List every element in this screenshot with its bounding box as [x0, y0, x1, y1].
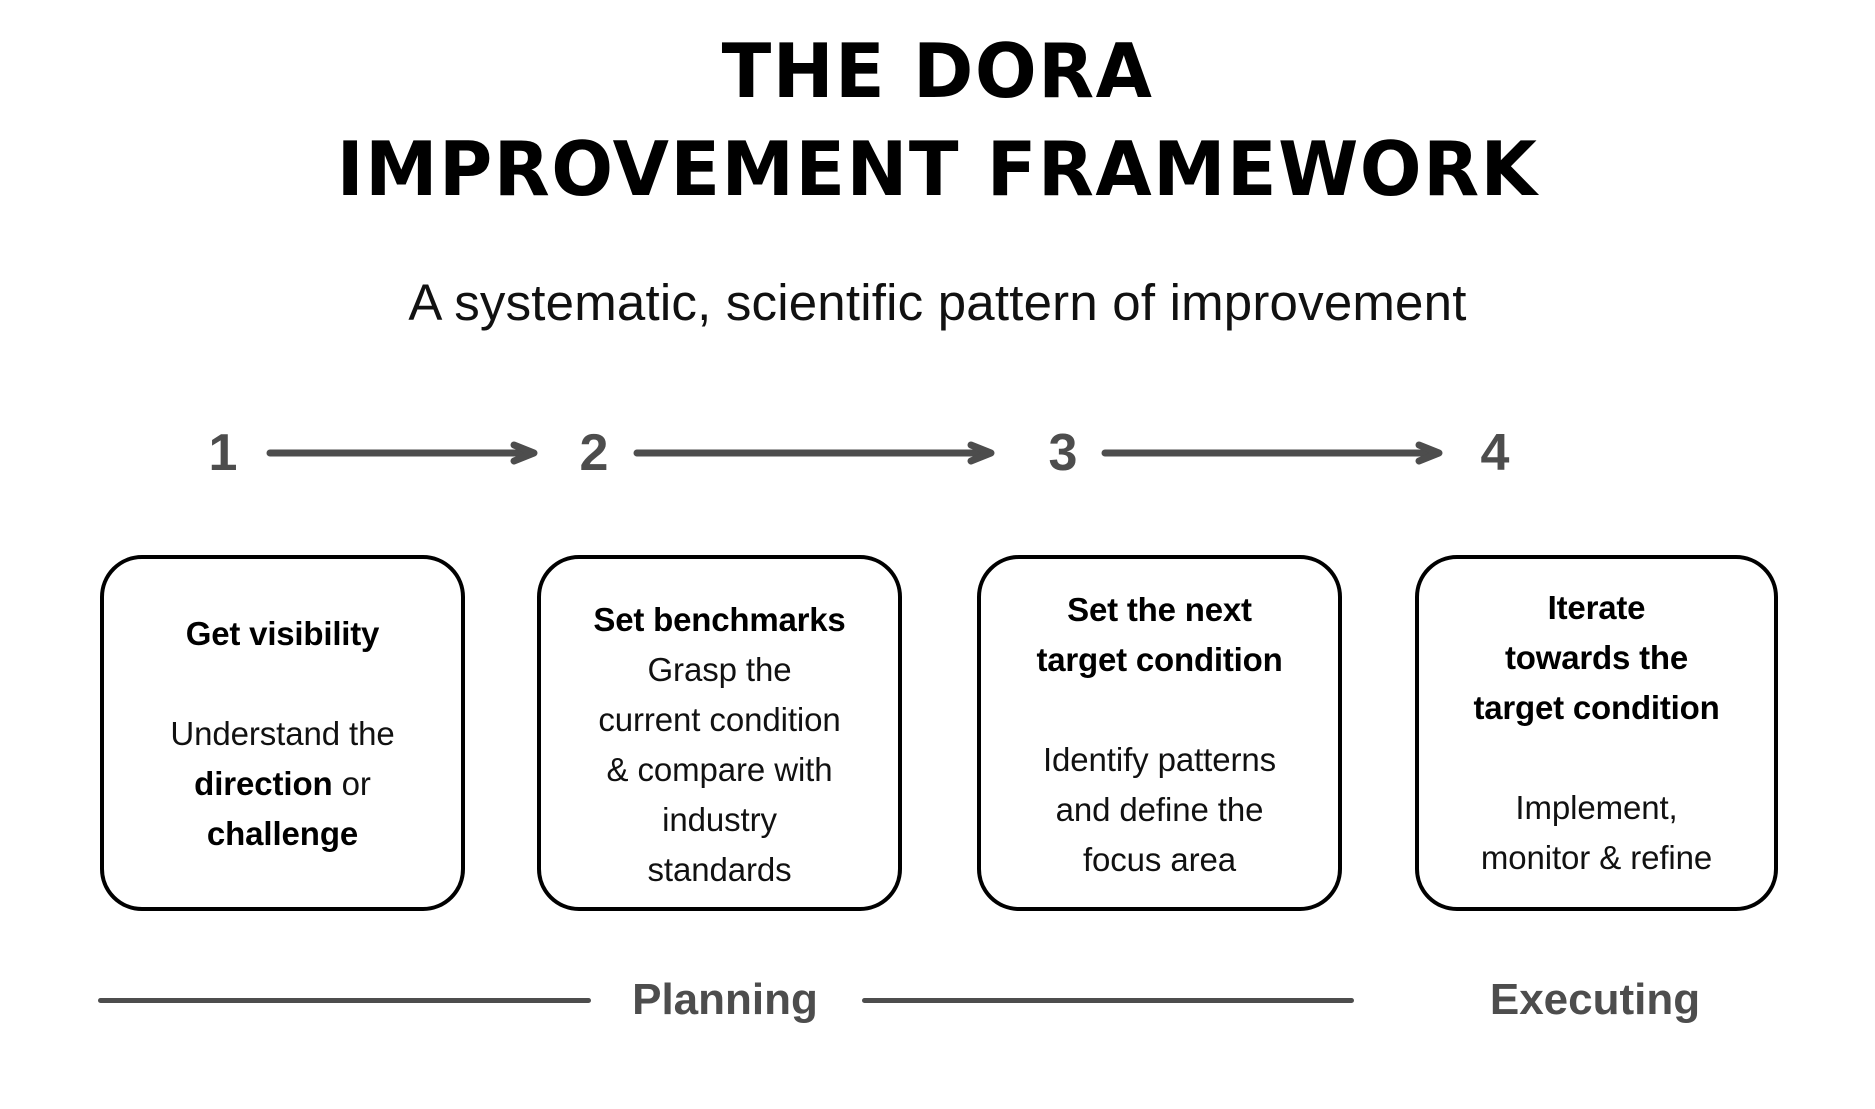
- step-sequence: 1 2 3 4: [100, 418, 1780, 488]
- page-subtitle: A systematic, scientific pattern of impr…: [408, 274, 1467, 331]
- step-card-2-heading: Set benchmarks: [593, 601, 846, 638]
- title-line-1: THE DORA: [721, 27, 1154, 115]
- phase-label-planning: Planning: [632, 975, 818, 1024]
- title-line-2: IMPROVEMENT FRAMEWORK: [336, 125, 1539, 213]
- arrow-right-icon-1: [266, 441, 538, 465]
- step-number-4: 4: [1480, 424, 1510, 482]
- phase-label-executing: Executing: [1489, 975, 1701, 1024]
- phase-rule-left: [98, 998, 591, 1003]
- step-card-4-body: Implement,monitor & refine: [1480, 789, 1713, 876]
- step-card-1-heading: Get visibility: [185, 615, 380, 652]
- arrow-right-icon-2: [633, 441, 995, 465]
- page-title: THE DORA IMPROVEMENT FRAMEWORK: [0, 22, 1875, 218]
- phase-rule-middle: [862, 998, 1354, 1003]
- step-number-3: 3: [1048, 424, 1078, 482]
- step-number-2: 2: [579, 424, 609, 482]
- step-number-1: 1: [208, 424, 238, 482]
- arrow-right-icon-3: [1101, 441, 1443, 465]
- phase-bar: Planning Executing: [0, 968, 1875, 1038]
